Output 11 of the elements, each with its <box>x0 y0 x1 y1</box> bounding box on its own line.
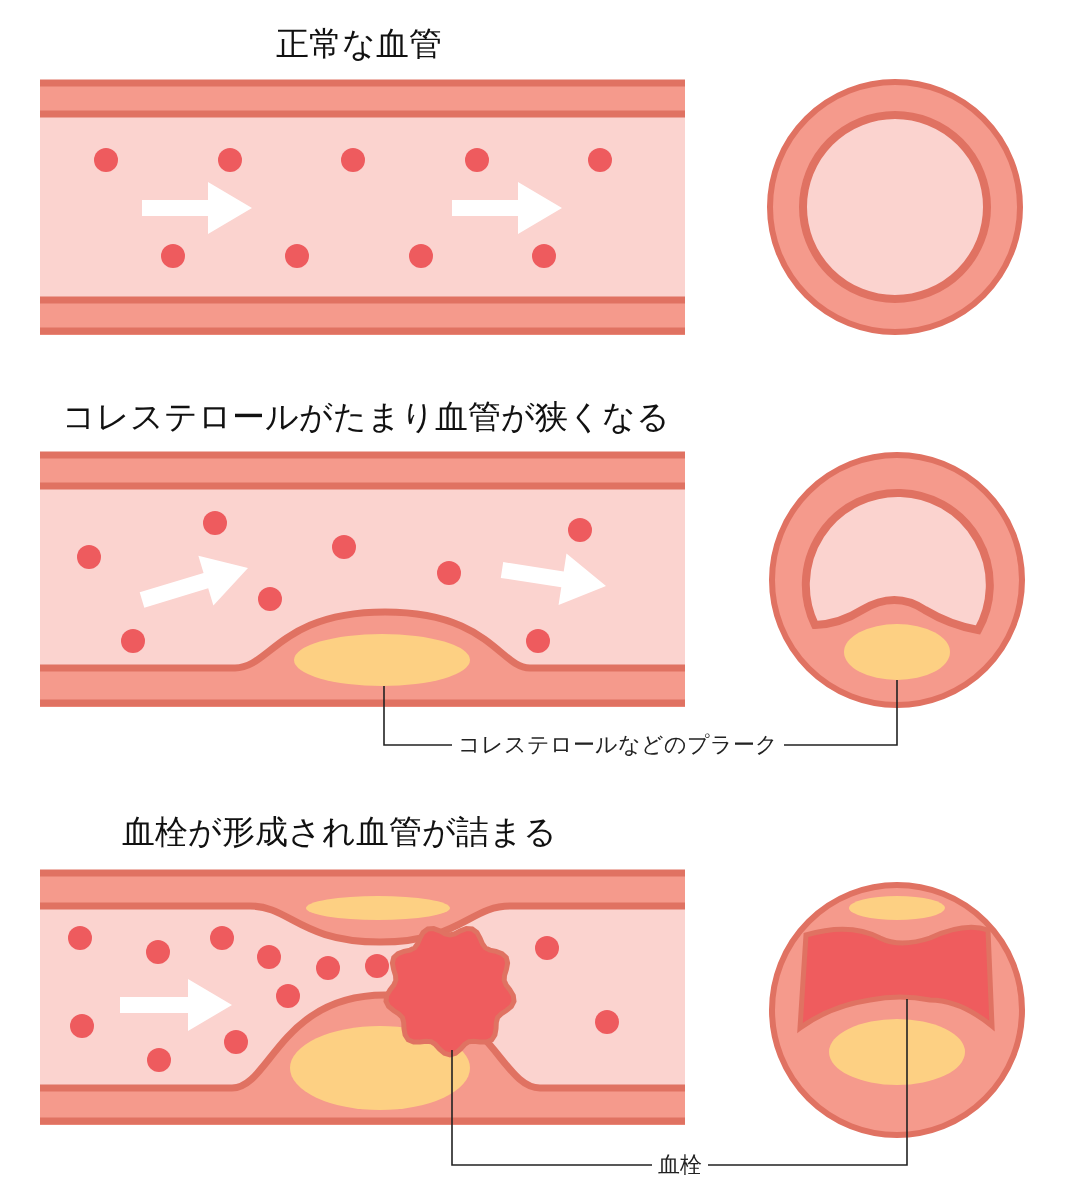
blood-clot <box>383 926 517 1058</box>
leader-line <box>451 1049 653 1166</box>
leader-line <box>783 679 898 746</box>
leader-line <box>707 998 908 1166</box>
blood-clot <box>797 924 995 1031</box>
section-heading: コレステロールがたまり血管が狭くなる <box>62 397 670 437</box>
section-heading: 血栓が形成され血管が詰まる <box>122 812 557 852</box>
plaque <box>844 624 950 680</box>
section-heading: 正常な血管 <box>276 24 442 64</box>
plaque <box>294 634 470 686</box>
leader-line <box>383 685 453 746</box>
